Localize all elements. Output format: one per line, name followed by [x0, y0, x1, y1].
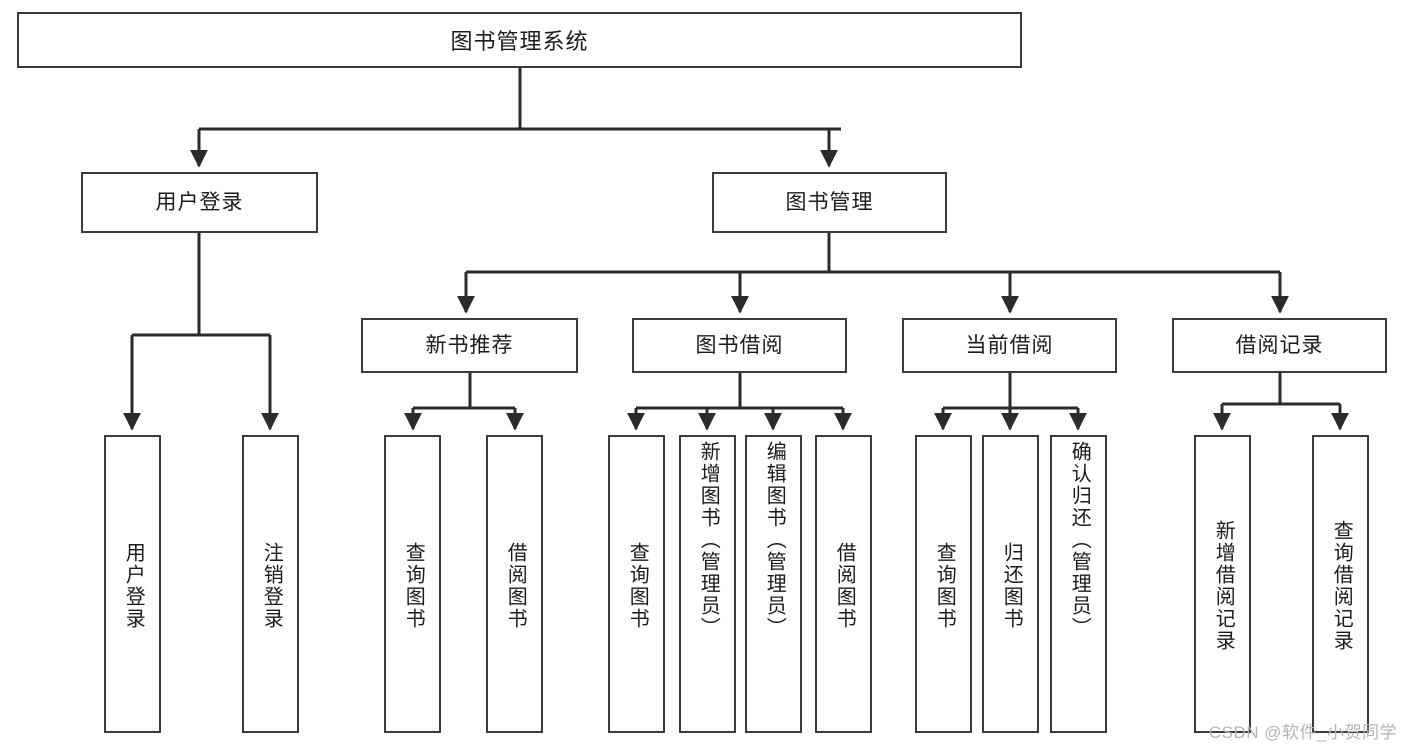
leaf-label: 查询图书	[933, 542, 956, 630]
leaf-label: 新增借阅记录	[1212, 520, 1235, 652]
node-label: 图书管理系统	[450, 29, 589, 54]
leaf-label: 确认归还（管理员）	[1068, 441, 1091, 639]
leaf-label: 编辑图书（管理员）	[763, 441, 786, 639]
leaf-label: 用户登录	[122, 542, 145, 630]
leaf-label: 新增图书（管理员）	[697, 441, 720, 639]
leaf-label: 归还图书	[1000, 542, 1023, 630]
leaf-borrow-book-recommend[interactable]: 借阅图书	[486, 435, 543, 733]
leaf-add-book-admin[interactable]: 新增图书（管理员）	[679, 435, 736, 733]
leaf-query-book-borrow[interactable]: 查询图书	[608, 435, 665, 733]
node-borrow-record[interactable]: 借阅记录	[1172, 318, 1387, 373]
leaf-user-login[interactable]: 用户登录	[104, 435, 161, 733]
node-label: 用户登录	[155, 190, 244, 214]
leaf-label: 借阅图书	[504, 542, 527, 630]
node-root-system[interactable]: 图书管理系统	[17, 12, 1022, 68]
leaf-label: 查询借阅记录	[1330, 520, 1353, 652]
node-new-book-recommendation[interactable]: 新书推荐	[361, 318, 578, 373]
leaf-label: 注销登录	[260, 542, 283, 630]
node-current-borrow[interactable]: 当前借阅	[902, 318, 1117, 373]
node-label: 图书管理	[785, 190, 874, 214]
node-user-login[interactable]: 用户登录	[81, 172, 318, 233]
watermark: CSDN @软件_小贺同学	[1208, 723, 1397, 742]
leaf-label: 查询图书	[626, 542, 649, 630]
node-label: 借阅记录	[1235, 333, 1324, 357]
leaf-confirm-return-admin[interactable]: 确认归还（管理员）	[1050, 435, 1107, 733]
leaf-query-book-recommend[interactable]: 查询图书	[384, 435, 441, 733]
leaf-label: 借阅图书	[833, 542, 856, 630]
node-label: 当前借阅	[965, 333, 1054, 357]
node-label: 新书推荐	[425, 333, 514, 357]
leaf-edit-book-admin[interactable]: 编辑图书（管理员）	[745, 435, 802, 733]
leaf-query-borrow-record[interactable]: 查询借阅记录	[1312, 435, 1369, 733]
leaf-add-borrow-record[interactable]: 新增借阅记录	[1194, 435, 1251, 733]
leaf-logout[interactable]: 注销登录	[242, 435, 299, 733]
node-book-management[interactable]: 图书管理	[712, 172, 947, 233]
leaf-label: 查询图书	[402, 542, 425, 630]
node-label: 图书借阅	[695, 333, 784, 357]
leaf-return-book[interactable]: 归还图书	[982, 435, 1039, 733]
leaf-query-book-current[interactable]: 查询图书	[915, 435, 972, 733]
node-book-borrow[interactable]: 图书借阅	[632, 318, 847, 373]
leaf-borrow-book[interactable]: 借阅图书	[815, 435, 872, 733]
